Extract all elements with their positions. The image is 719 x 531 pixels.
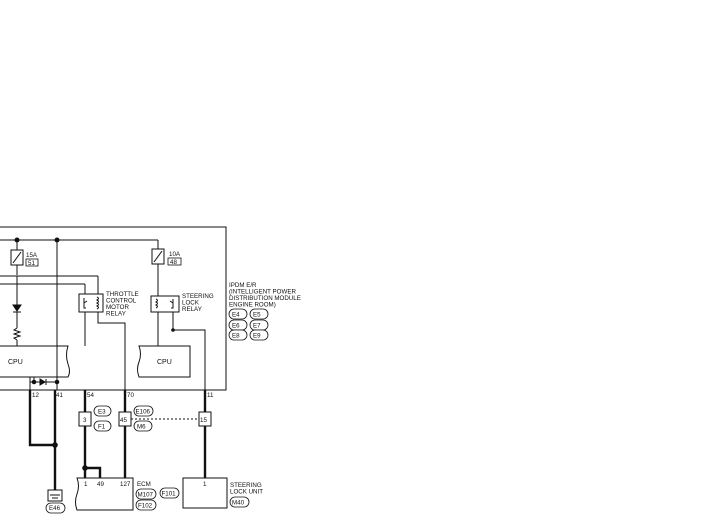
cpu-left-label: CPU: [8, 359, 23, 366]
ecm-connector-m107: M107: [138, 492, 154, 499]
power-bus: [0, 237, 158, 243]
terminal-54: 54: [87, 392, 94, 399]
connector-m6: M6: [137, 424, 146, 431]
ipdm-connector-e4: E4: [232, 312, 240, 319]
connector-e3: E3: [98, 409, 106, 416]
cpu-right: CPU: [137, 345, 191, 378]
connector-e106: E106: [136, 409, 151, 416]
slu-label: STEERING LOCK UNIT: [230, 482, 263, 496]
slu-connector-f101: F101: [162, 491, 177, 498]
ipdm-connector-e6: E6: [232, 323, 240, 330]
steering-lock-unit: F101 1 STEERING LOCK UNIT M40: [159, 477, 263, 509]
steering-lock-relay: STEERING LOCK RELAY: [150, 293, 215, 390]
svg-text:45: 45: [120, 417, 127, 424]
ipdm-connectors: E4 E5 E6 E7 E8 E9: [228, 308, 269, 341]
ground-symbol: E46: [45, 489, 66, 514]
ipdm-connector-e7: E7: [253, 323, 261, 330]
svg-text:3: 3: [83, 417, 87, 424]
fuse-15a-amps: 15A: [26, 252, 38, 259]
slu-connector-m40: M40: [232, 500, 245, 507]
ecm-connector-f102: F102: [138, 503, 153, 510]
ecm-label: ECM: [137, 481, 151, 488]
ecm: 1 49 127 ECM M107 F102: [75, 477, 157, 511]
terminal-11: 11: [207, 392, 214, 399]
slu-terminal-1: 1: [203, 481, 207, 488]
svg-text:15: 15: [200, 417, 207, 424]
cpu-right-label: CPU: [157, 359, 172, 366]
left-internal-wiring: [0, 275, 99, 346]
ground-connector: E46: [49, 505, 61, 512]
joint-3: 3 E3 F1: [78, 405, 112, 432]
module-terminals: 12 41 54 70 11: [32, 392, 214, 399]
ipdm-label: IPDM E/R (INTELLIGENT POWER DISTRIBUTION…: [228, 282, 303, 341]
ecm-terminal-49: 49: [97, 481, 104, 488]
terminal-41: 41: [56, 392, 63, 399]
throttle-control-motor-relay: THROTTLE CONTROL MOTOR RELAY: [78, 291, 140, 390]
terminal-12: 12: [32, 392, 39, 399]
steering-relay-label: STEERING LOCK RELAY: [182, 293, 215, 313]
ground-circuit: [28, 240, 60, 490]
fuse-15a-number: 51: [28, 260, 35, 267]
throttle-relay-label: THROTTLE CONTROL MOTOR RELAY: [106, 291, 140, 318]
ipdm-connector-e8: E8: [232, 333, 240, 340]
harness-wires: [82, 390, 207, 478]
ecm-terminal-127: 127: [120, 481, 131, 488]
fuse-10a-amps: 10A: [169, 251, 181, 258]
svg-text:IPDM E/R (INTELLIGENT PO: IPDM E/R (INTELLIGENT POWER DISTRIBUTION…: [229, 282, 303, 309]
ipdm-connector-e5: E5: [253, 312, 261, 319]
joint-45: 45 E106 M6: [118, 405, 154, 432]
ipdm-connector-e9: E9: [253, 333, 261, 340]
cpu-left: CPU: [0, 345, 70, 378]
connector-f1: F1: [98, 424, 106, 431]
fuse-10a-number: 48: [170, 259, 177, 266]
joint-15: 15: [198, 411, 212, 427]
terminal-70: 70: [127, 392, 134, 399]
ecm-terminal-1: 1: [84, 481, 88, 488]
fuse-10a: 10A 48: [151, 240, 182, 296]
ipdm-box: [0, 226, 227, 391]
fuse-15a: 15A 51: [10, 240, 39, 275]
